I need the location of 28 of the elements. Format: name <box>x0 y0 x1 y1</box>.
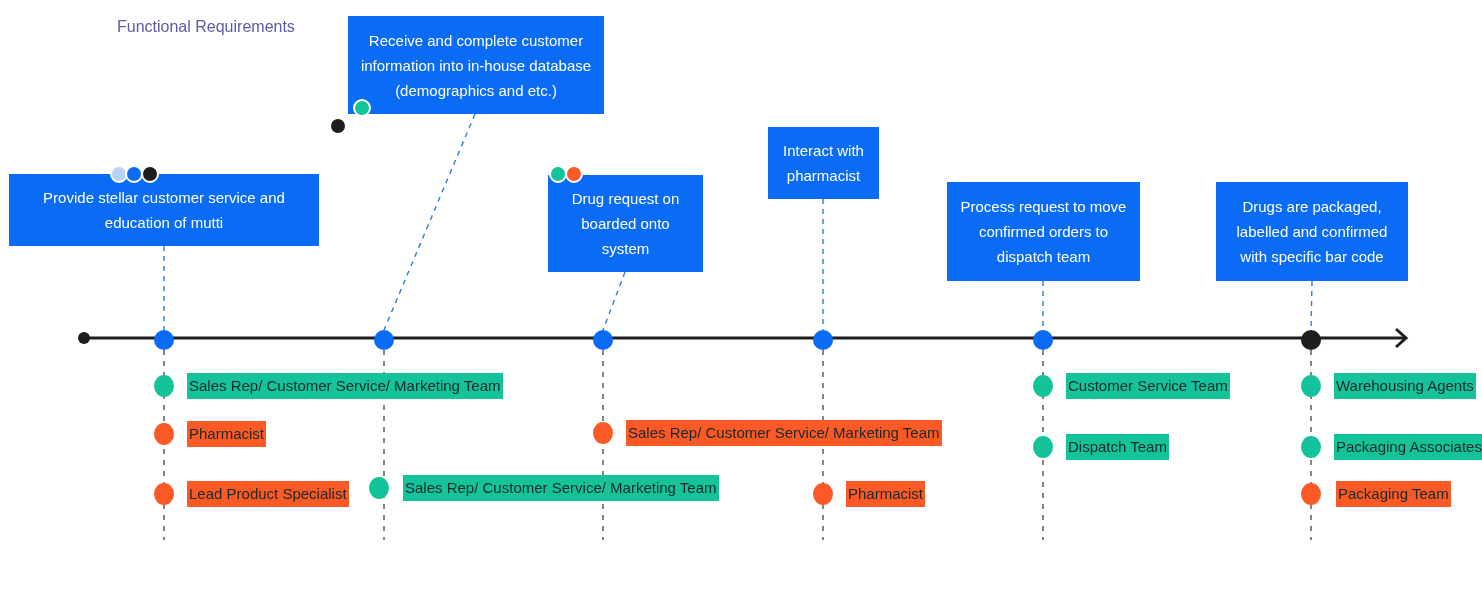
role-tag: Packaging Associates <box>1334 434 1482 460</box>
timeline-marker <box>1301 330 1321 350</box>
step-box: Process request to move confirmed orders to dispatch team <box>947 182 1140 281</box>
timeline-marker <box>593 330 613 350</box>
leader-line <box>383 113 476 331</box>
role-tag: Packaging Team <box>1336 481 1451 507</box>
step-box: Drugs are packaged, labelled and confirmed with specific bar code <box>1216 182 1408 281</box>
timeline-marker <box>813 330 833 350</box>
role-tag: Sales Rep/ Customer Service/ Marketing Team <box>403 475 719 501</box>
role-tag: Warehousing Agents <box>1334 373 1476 399</box>
step-box: Drug request on boarded onto system <box>548 175 703 272</box>
timeline-marker <box>154 330 174 350</box>
leader-line <box>822 198 824 331</box>
leader-line <box>602 271 626 331</box>
step-box: Receive and complete customer information into in-house database (demographics and etc.) <box>348 16 604 114</box>
title: Functional Requirements <box>117 18 295 36</box>
role-tag: Sales Rep/ Customer Service/ Marketing Team <box>187 373 503 399</box>
role-tag: Sales Rep/ Customer Service/ Marketing Team <box>626 420 942 446</box>
role-tag: Lead Product Specialist <box>187 481 349 507</box>
step-box: Interact with pharmacist <box>768 127 879 199</box>
role-tag: Customer Service Team <box>1066 373 1230 399</box>
role-tag: Dispatch Team <box>1066 434 1169 460</box>
leader-line <box>163 245 165 331</box>
timeline-marker <box>374 330 394 350</box>
role-tag: Pharmacist <box>187 421 267 447</box>
step-box: Provide stellar customer service and education of mutti <box>9 174 319 246</box>
timeline-marker <box>1033 330 1053 350</box>
role-tag: Pharmacist <box>846 481 926 507</box>
